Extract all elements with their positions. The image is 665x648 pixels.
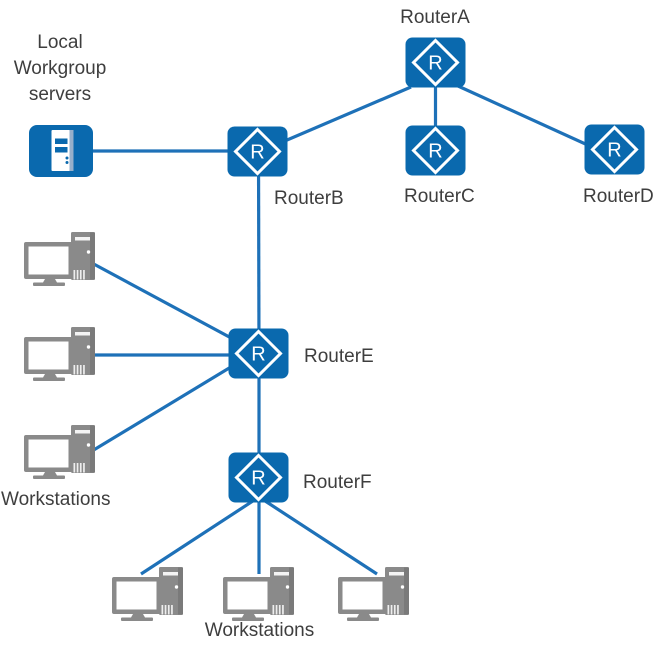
node-local-workgroup-server [29, 125, 93, 177]
label-workstations-bottom: Workstations [204, 620, 315, 641]
link-routerB-routerE [256, 150, 261, 354]
node-workstation-left-3 [24, 425, 95, 479]
label-workstations-left: Workstations [1, 489, 111, 510]
device-icons [24, 37, 645, 621]
node-routerD [584, 124, 645, 175]
node-routerF [228, 452, 289, 503]
link-routerF-workstation4 [140, 495, 260, 576]
node-routerA [405, 37, 466, 88]
label-routerF: RouterF [303, 472, 372, 493]
label-routerB: RouterB [274, 188, 344, 209]
node-workstation-bottom-1 [112, 567, 183, 621]
label-routerA: RouterA [400, 7, 470, 28]
node-workstation-left-2 [24, 327, 95, 381]
label-local-workgroup-servers: Local Workgroup servers [13, 32, 107, 105]
node-workstation-bottom-3 [338, 567, 409, 621]
node-workstation-left-1 [24, 232, 95, 286]
connection-lines [60, 62, 615, 576]
node-routerE [228, 328, 289, 379]
label-routerD: RouterD [583, 186, 654, 207]
node-routerB [227, 126, 288, 177]
label-routerC: RouterC [404, 186, 475, 207]
label-routerE: RouterE [304, 346, 374, 367]
node-workstation-bottom-2 [223, 567, 294, 621]
link-routerF-workstation6 [258, 495, 378, 576]
node-routerC [405, 125, 466, 176]
